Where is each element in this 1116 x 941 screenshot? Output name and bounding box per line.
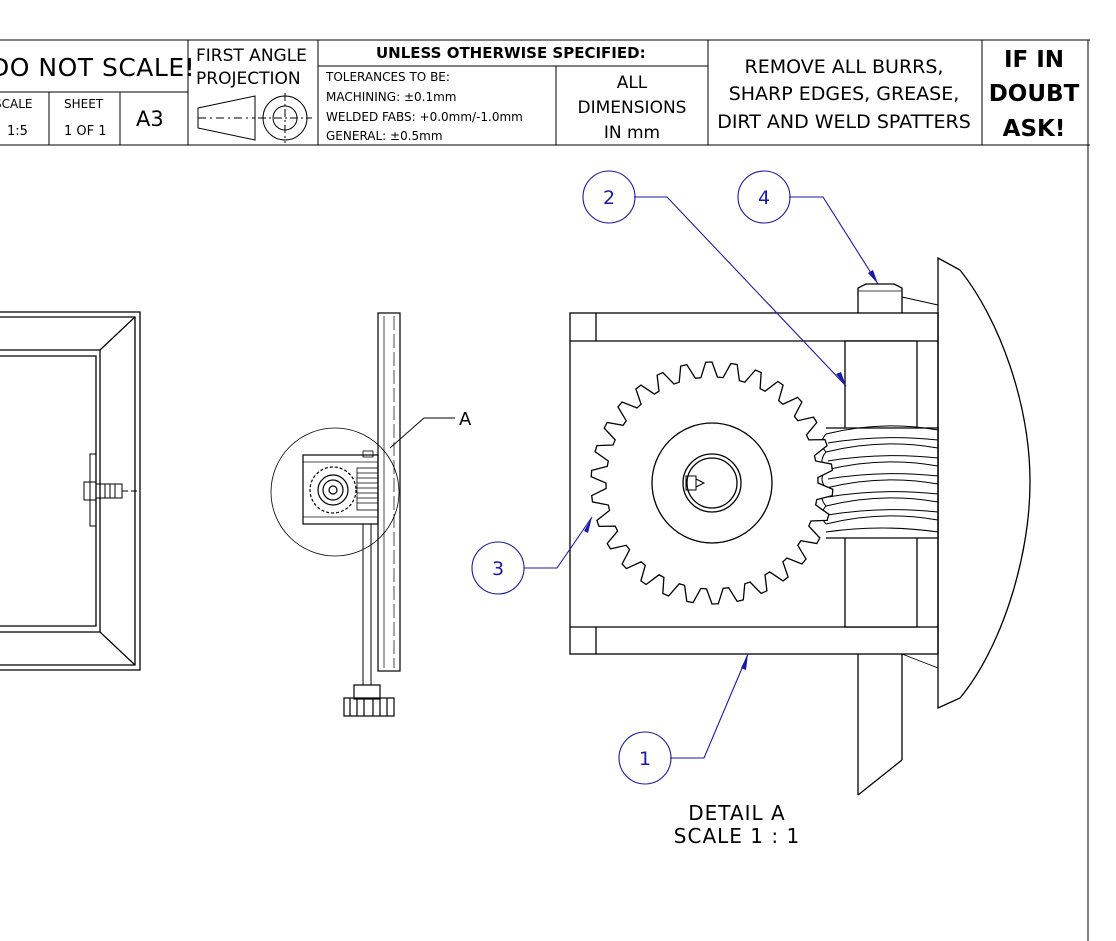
remove-line-1: REMOVE ALL BURRS, bbox=[745, 56, 944, 78]
balloon-4[interactable]: 4 bbox=[737, 170, 879, 285]
lower-shaft bbox=[857, 654, 903, 796]
doubt-line-1: IF IN bbox=[1004, 47, 1064, 73]
scale-value: 1:5 bbox=[7, 124, 28, 139]
scale-label: SCALE bbox=[0, 97, 32, 111]
side-view bbox=[270, 312, 455, 717]
sheet-size: A3 bbox=[136, 107, 164, 131]
dims-line-3: IN mm bbox=[604, 123, 660, 143]
detail-title: DETAIL A bbox=[688, 801, 785, 825]
detail-scale: SCALE 1 : 1 bbox=[674, 824, 800, 848]
do-not-scale-text: DO NOT SCALE! bbox=[0, 53, 195, 82]
dims-line-2: DIMENSIONS bbox=[578, 98, 687, 118]
detail-callout-label: A bbox=[459, 409, 472, 430]
title-block: DO NOT SCALE! SCALE 1:5 SHEET 1 OF 1 A3 … bbox=[0, 39, 1090, 941]
machining-tolerance: MACHINING: ±0.1mm bbox=[326, 90, 456, 104]
balloon-4-number: 4 bbox=[758, 187, 770, 209]
first-angle-projection-symbol bbox=[197, 93, 312, 143]
worm-gear bbox=[590, 361, 834, 605]
doubt-line-2: DOUBT bbox=[989, 81, 1080, 107]
unless-header: UNLESS OTHERWISE SPECIFIED: bbox=[376, 44, 646, 62]
remove-line-2: SHARP EDGES, GREASE, bbox=[729, 83, 960, 105]
side-view-shaft bbox=[362, 524, 372, 685]
doubt-line-3: ASK! bbox=[1003, 116, 1066, 142]
projection-line-2: PROJECTION bbox=[196, 69, 301, 89]
balloon-1[interactable]: 1 bbox=[618, 653, 749, 785]
sheet-label: SHEET bbox=[64, 97, 104, 111]
side-view-gearbox bbox=[302, 450, 379, 525]
detail-view bbox=[569, 256, 1031, 796]
tolerances-heading: TOLERANCES TO BE: bbox=[325, 70, 450, 84]
shaft-pin bbox=[857, 283, 903, 313]
front-view-handle bbox=[83, 453, 138, 527]
dims-line-1: ALL bbox=[617, 73, 648, 93]
projection-line-1: FIRST ANGLE bbox=[196, 46, 307, 66]
sheet-value: 1 OF 1 bbox=[64, 124, 107, 139]
balloon-3-number: 3 bbox=[492, 558, 504, 580]
front-view-frame bbox=[0, 311, 141, 671]
dome-cover bbox=[901, 256, 1031, 710]
general-tolerance: GENERAL: ±0.5mm bbox=[326, 129, 443, 143]
side-view-knob bbox=[343, 684, 395, 717]
balloon-3[interactable]: 3 bbox=[471, 516, 593, 595]
remove-line-3: DIRT AND WELD SPATTERS bbox=[717, 111, 971, 133]
detail-callout-leader bbox=[389, 417, 455, 449]
welded-tolerance: WELDED FABS: +0.0mm/-1.0mm bbox=[326, 110, 523, 124]
worm-shaft bbox=[821, 340, 939, 628]
detail-boundary-circle bbox=[270, 427, 400, 557]
balloon-1-number: 1 bbox=[639, 748, 651, 770]
balloon-2-number: 2 bbox=[603, 187, 615, 209]
balloon-2[interactable]: 2 bbox=[582, 170, 847, 387]
